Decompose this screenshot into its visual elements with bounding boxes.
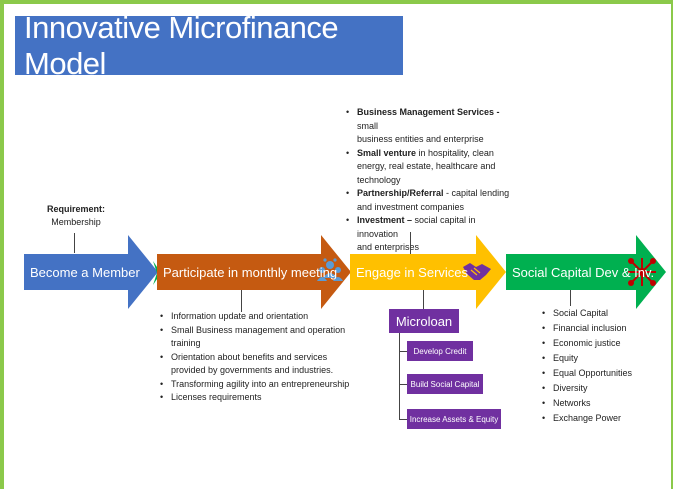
services-connector (410, 232, 411, 254)
requirement-value: Membership (51, 217, 101, 227)
list-item-continued: and enterprises (357, 242, 420, 252)
list-item-continued: and investment companies (357, 201, 465, 212)
list-item: Economic justice (542, 336, 662, 351)
list-item: Information update and orientation (160, 310, 360, 324)
microloan-branch (399, 351, 407, 352)
build-social-capital-box: Build Social Capital (407, 374, 483, 394)
list-item: Diversity (542, 381, 662, 396)
increase-assets-box: Increase Assets & Equity (407, 409, 501, 429)
requirement-note: Requirement: Membership (36, 203, 116, 229)
microloan-branch (399, 384, 407, 385)
requirement-label: Requirement: (46, 204, 105, 214)
list-item: Social Capital (542, 306, 662, 321)
list-item: Orientation about benefits and services (160, 351, 360, 365)
microloan-connector (423, 290, 424, 310)
list-item: Partnership/Referral - capital lending (346, 187, 516, 201)
meeting-items-list: Information update and orientation Small… (160, 310, 360, 405)
step-band (350, 254, 480, 290)
list-item: Licenses requirements (160, 391, 360, 405)
capital-connector (570, 290, 571, 306)
handshake-icon (463, 263, 491, 280)
step-band (157, 254, 325, 290)
step-social-capital: Social Capital Dev & Inv. (506, 235, 666, 309)
step-label: Engage in Services (356, 264, 469, 280)
list-item: Equal Opportunities (542, 366, 662, 381)
step-band (24, 254, 132, 290)
list-item-continued: technology (357, 174, 401, 185)
list-item: Small venture in hospitality, clean (346, 147, 516, 161)
page-title: Innovative Microfinance Model (15, 10, 403, 81)
network-icon (628, 258, 656, 286)
list-item: Financial inclusion (542, 321, 662, 336)
meeting-connector (241, 290, 242, 312)
microloan-box: Microloan (389, 309, 459, 333)
frame-top-border (0, 0, 673, 4)
list-item: Equity (542, 351, 662, 366)
microloan-branch (399, 419, 407, 420)
services-list: Business Management Services - small bus… (346, 106, 516, 255)
step-band (506, 254, 640, 290)
step-become-member: Become a Member (24, 235, 161, 309)
step-label: Social Capital Dev & Inv. (512, 264, 655, 280)
frame-left-border (0, 0, 4, 489)
list-item: Investment – social capital in innovatio… (346, 214, 516, 241)
frame-right-border (671, 0, 673, 489)
requirement-connector (74, 233, 75, 253)
step-label: Become a Member (30, 264, 140, 280)
list-item: provided by governments and industries. (171, 365, 334, 375)
list-item-continued: business entities and enterprise (357, 134, 484, 144)
list-item-continued: energy, real estate, healthcare and (357, 161, 496, 171)
step-engage-services: Engage in Services (350, 235, 506, 309)
list-item: Business Management Services - small (346, 106, 516, 133)
list-item: Networks (542, 396, 662, 411)
step-participate-meeting: Participate in monthly meeting (157, 235, 351, 309)
microloan-tree-line (399, 333, 400, 419)
list-item: Exchange Power (542, 411, 662, 426)
people-icon (317, 258, 343, 281)
step-label: Participate in monthly meeting (163, 264, 338, 280)
develop-credit-box: Develop Credit (407, 341, 473, 361)
list-item: Transforming agility into an entrepreneu… (160, 378, 360, 392)
capital-items-list: Social Capital Financial inclusion Econo… (542, 306, 662, 426)
list-item: Small Business management and operation (160, 324, 360, 338)
list-item: training (171, 338, 201, 348)
